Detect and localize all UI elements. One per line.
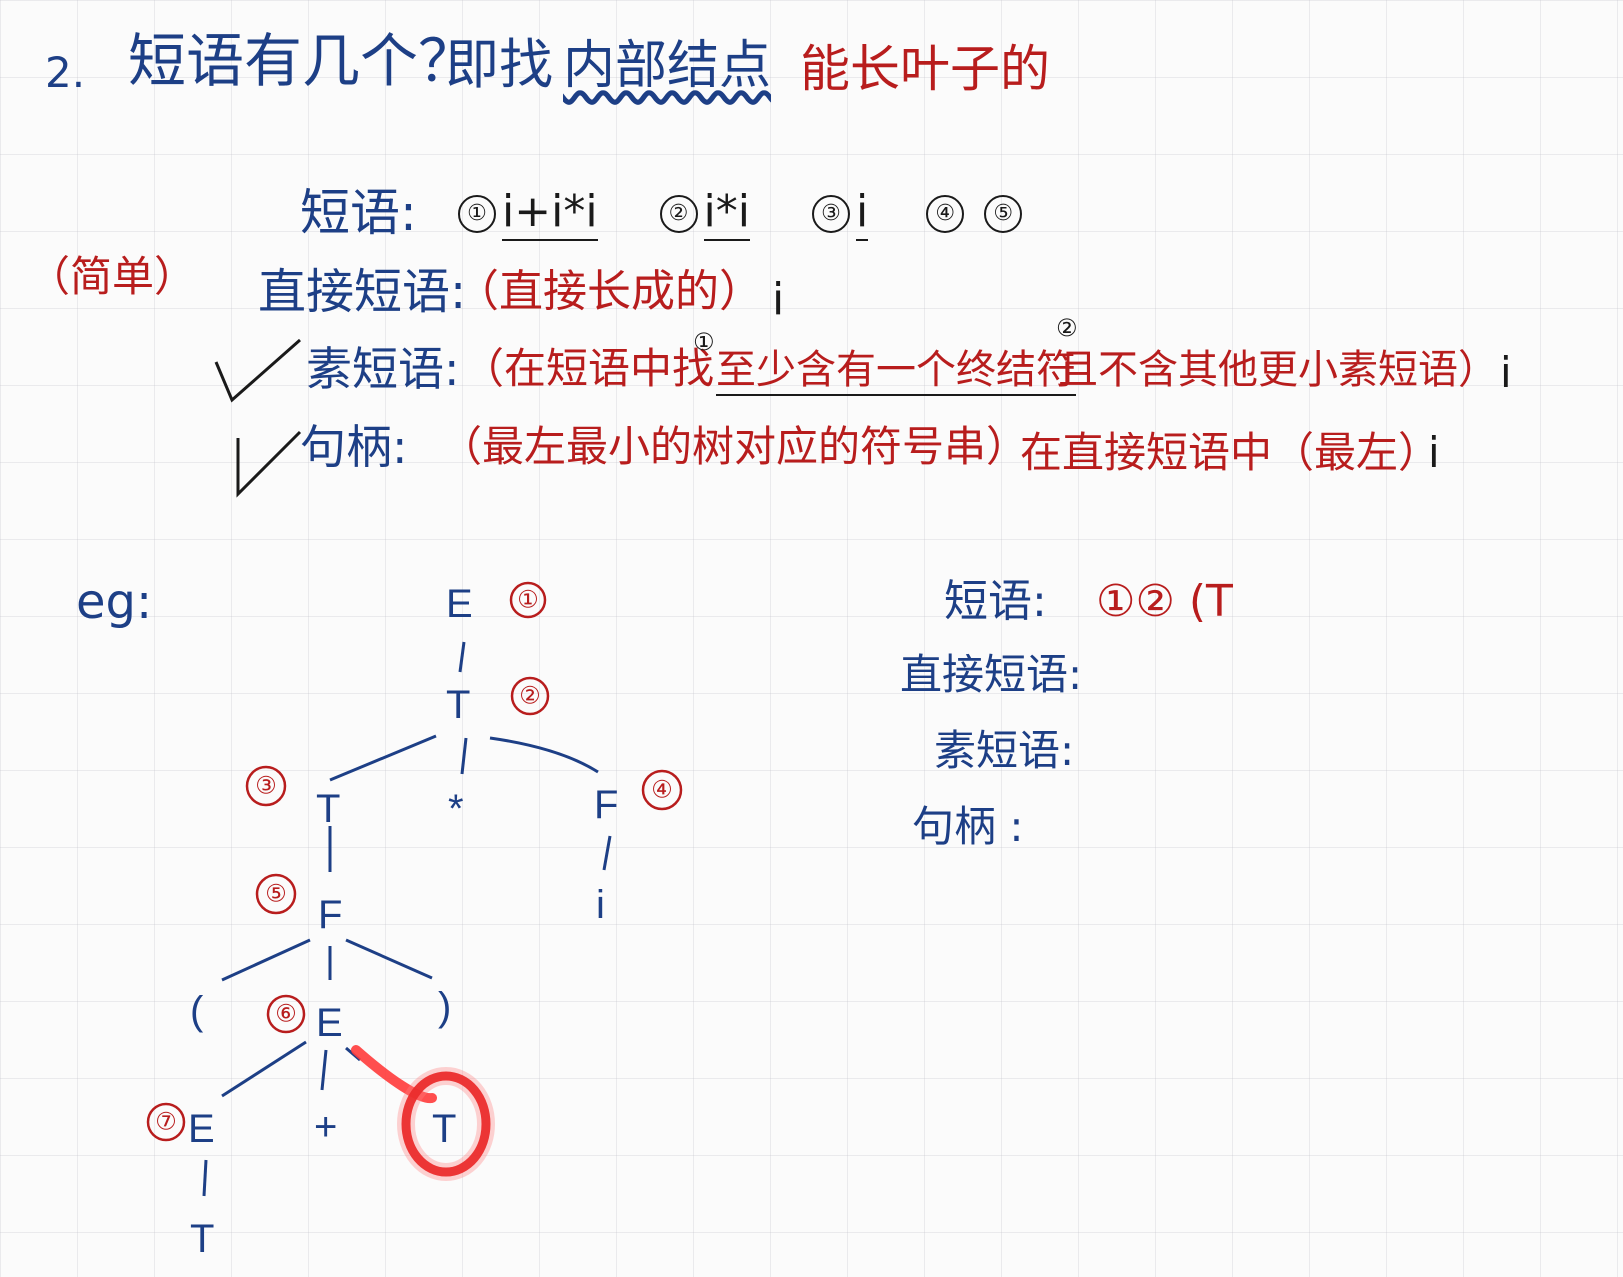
label-2: ② <box>519 683 541 710</box>
handle-note: 在直接短语中（最左） <box>1020 428 1441 477</box>
node-i: i <box>596 883 605 927</box>
label-5: ⑤ <box>265 881 287 908</box>
check-mark-prime <box>214 338 301 403</box>
node-T-highlight: T <box>432 1107 456 1151</box>
title-note: 能长叶子的 <box>800 40 1050 98</box>
node-rparen: ) <box>438 985 451 1029</box>
node-F-left: F <box>318 893 342 937</box>
label-4: ④ <box>651 777 673 804</box>
handle-value: i <box>1428 428 1440 477</box>
title-method-highlight: 内部结点 <box>563 36 772 96</box>
node-star: * <box>448 787 464 831</box>
node-E-inner: E <box>316 1001 343 1045</box>
label-6: ⑥ <box>275 1001 297 1028</box>
node-T-bottom: T <box>190 1217 214 1261</box>
prime-phrase-desc-b: 至少含有一个终结符 <box>716 350 1076 396</box>
direct-phrase-desc: （直接长成的） <box>455 266 763 317</box>
title-question: 短语有几个？ <box>128 27 477 95</box>
title-number: 2. <box>45 48 86 97</box>
phrase-1-expr: i+i*i <box>502 186 598 241</box>
answer-handle-label: 句柄 : <box>912 802 1024 851</box>
phrase-5-num: ⑤ <box>984 195 1023 233</box>
title-method-prefix: 即找 <box>445 33 553 96</box>
phrase-1-num: ① <box>458 195 496 233</box>
label-1: ① <box>517 587 539 614</box>
answer-phrase-label: 短语: <box>944 576 1047 627</box>
phrase-2-expr: i*i <box>703 186 750 241</box>
label-7: ⑦ <box>155 1109 177 1136</box>
phrase-label: 短语: <box>300 184 417 242</box>
tree-labels: ① ② ③ ④ ⑤ ⑥ ⑦ <box>146 581 683 1142</box>
answer-phrase-value: ①② (T <box>1096 576 1233 627</box>
answer-direct-label: 直接短语: <box>900 650 1083 699</box>
node-E-root: E <box>446 582 473 626</box>
prime-phrase-label: 素短语: <box>306 342 460 396</box>
direct-phrase-value: i <box>772 274 785 325</box>
node-plus: + <box>314 1105 337 1149</box>
prime-phrase-desc-c: 且不含其他更小素短语） <box>1058 347 1498 393</box>
check-mark-handle <box>236 430 302 498</box>
handle-label: 句柄: <box>300 420 408 474</box>
direct-phrase-label: 直接短语: <box>258 264 467 320</box>
side-note: （简单） <box>28 252 197 301</box>
phrase-4-num: ④ <box>926 195 965 233</box>
node-lparen: ( <box>190 989 204 1033</box>
node-F-right: F <box>594 783 618 827</box>
prime-mark-2: ② <box>1056 314 1078 342</box>
tree-nodes: E T T * F i F ( E ) E + T T <box>188 582 618 1261</box>
phrase-3-num: ③ <box>812 195 850 233</box>
node-T-2: T <box>316 787 340 831</box>
prime-phrase-desc-a: （在短语中找 <box>462 344 715 393</box>
node-E-leaf: E <box>188 1107 215 1151</box>
answer-prime-label: 素短语: <box>934 726 1075 775</box>
phrase-2-num: ② <box>659 195 698 233</box>
node-T-1: T <box>446 683 470 727</box>
label-3: ③ <box>255 773 277 800</box>
phrase-3-expr: i <box>856 186 869 241</box>
tree-edges <box>202 641 612 1197</box>
laser-highlight <box>351 1045 495 1181</box>
prime-phrase-value: i <box>1500 348 1512 397</box>
handle-desc: （最左最小的树对应的符号串） <box>440 422 1029 471</box>
prime-mark-1: ① <box>693 328 715 356</box>
eg-label: eg: <box>76 574 153 630</box>
